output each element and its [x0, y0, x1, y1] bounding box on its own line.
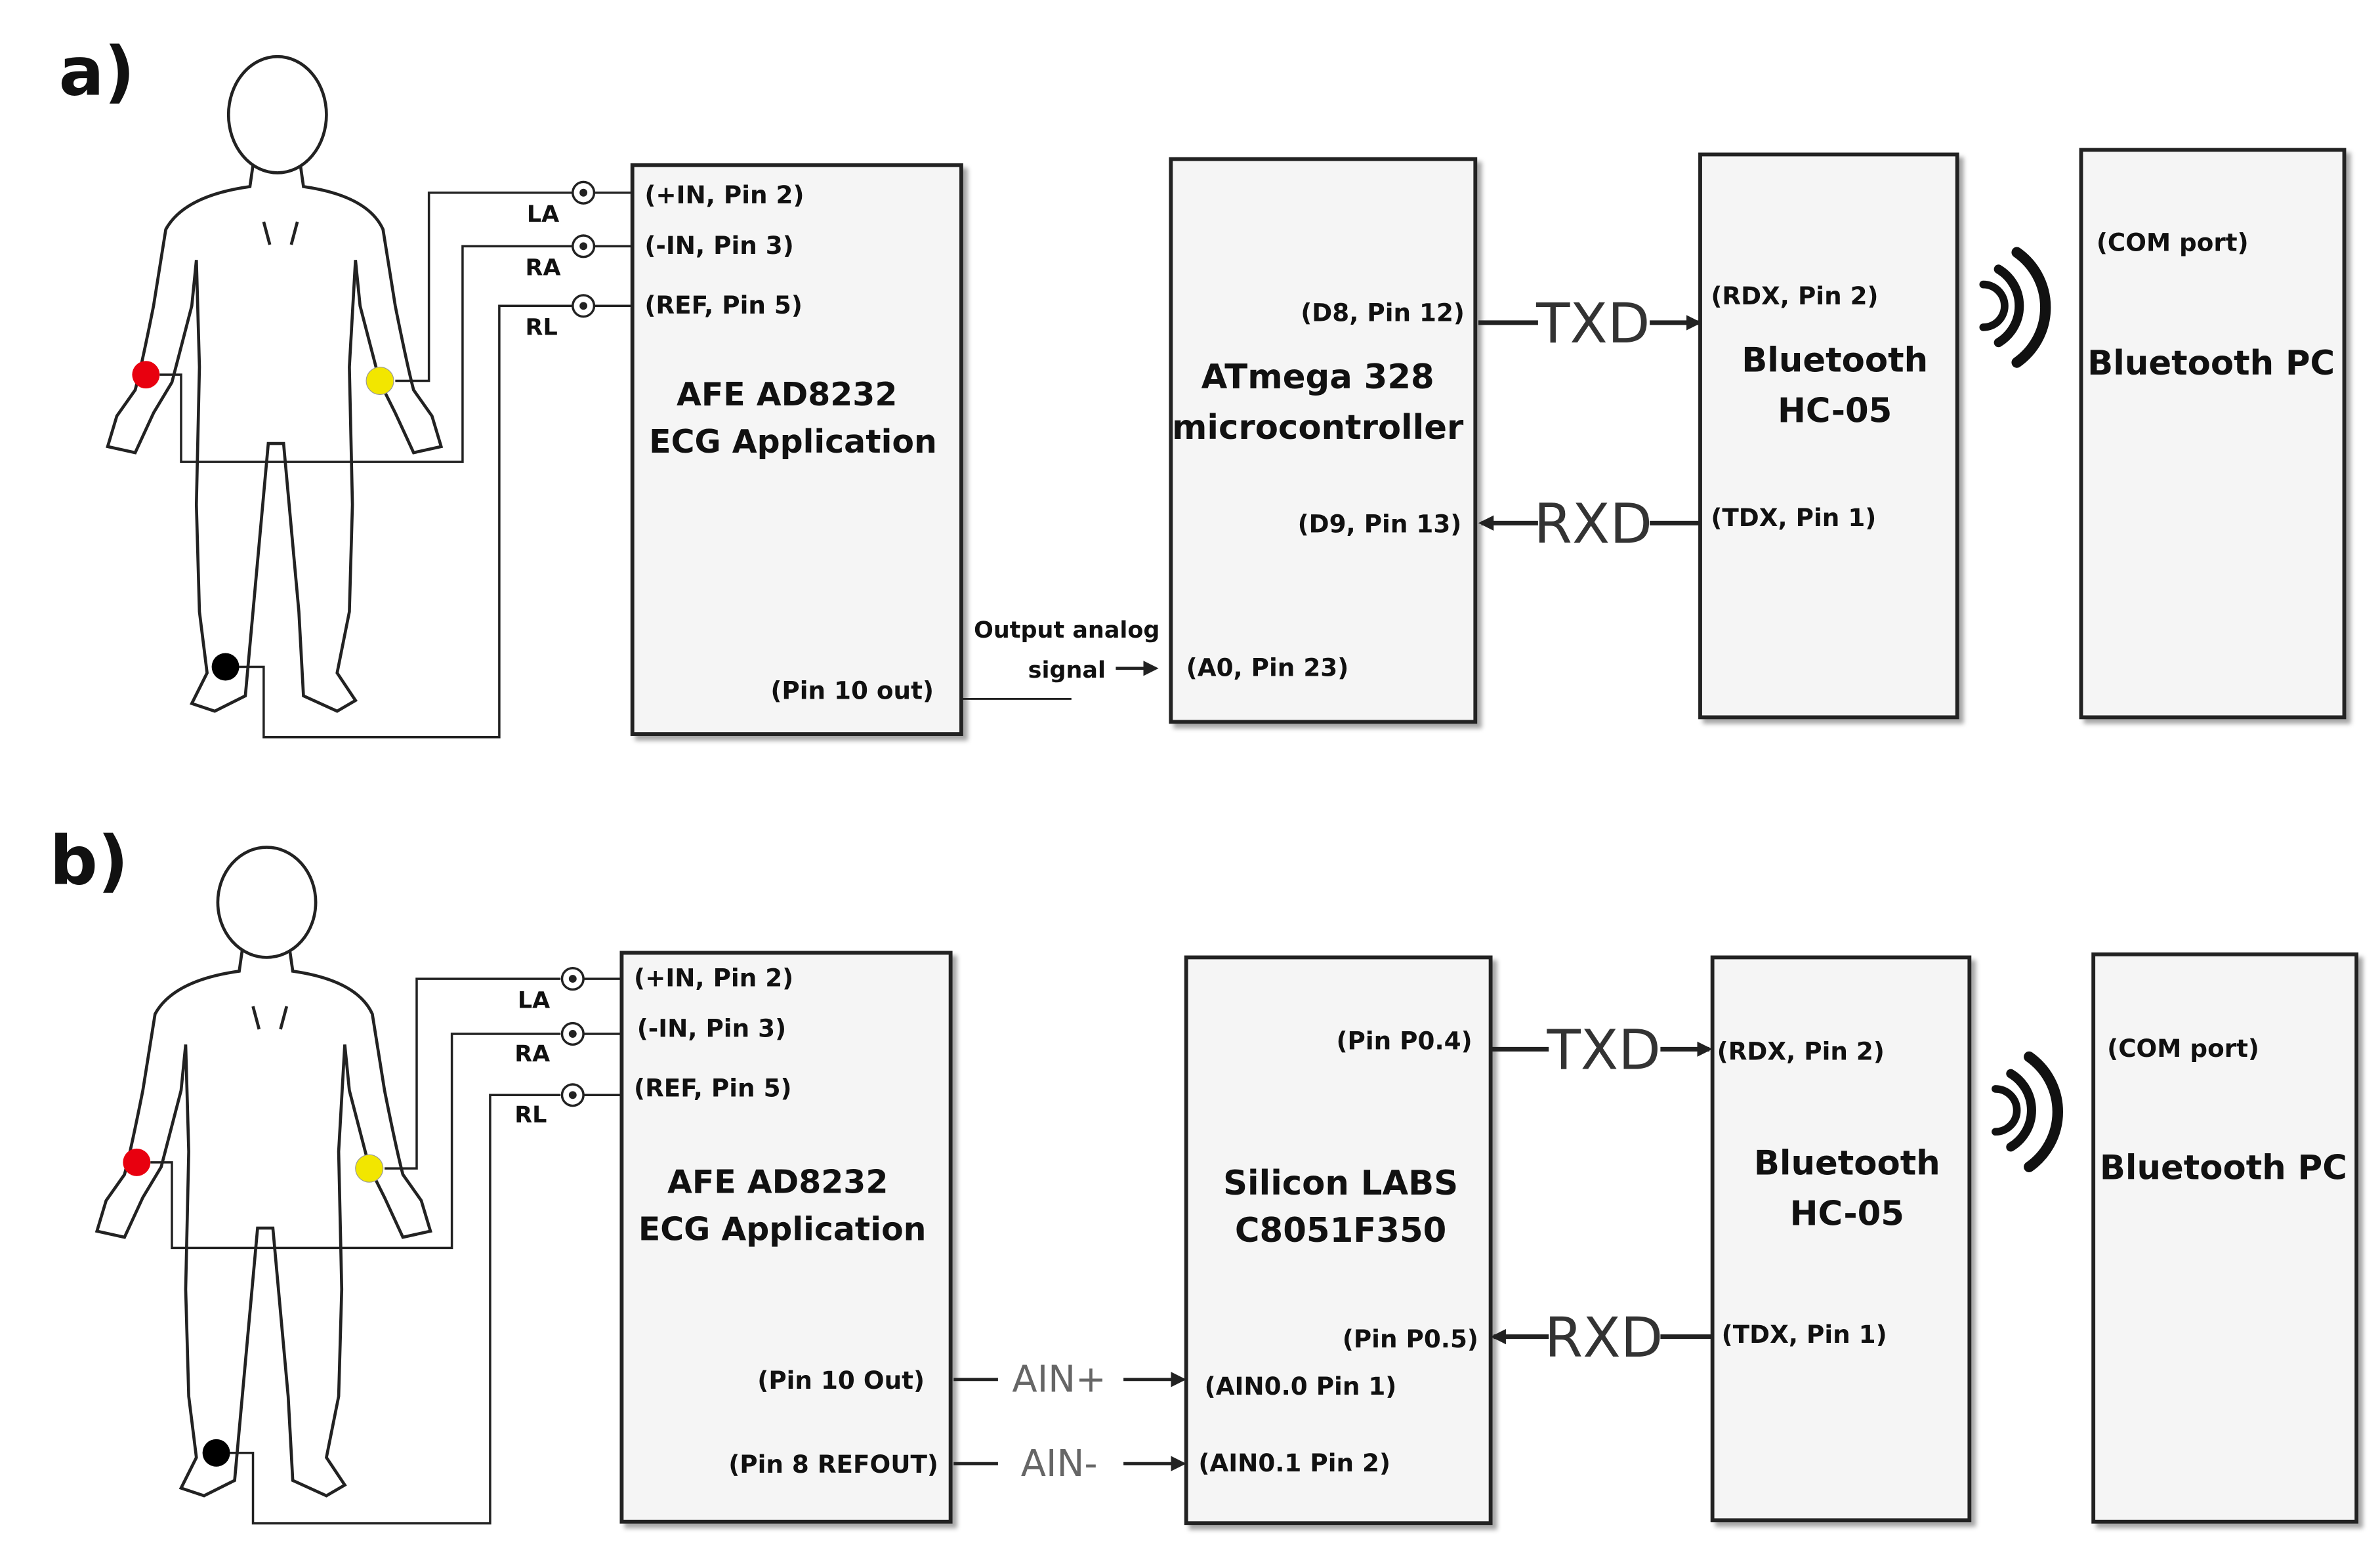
afe-pin-in-plus-a: (+IN, Pin 2): [644, 180, 804, 209]
bt-tx-pin-a: (TDX, Pin 1): [1711, 503, 1876, 532]
mcu-tx-pin-b: (Pin P0.4): [1336, 1026, 1472, 1055]
rxd-label-a: RXD: [1534, 492, 1652, 556]
afe-subtitle-b: ECG Application: [638, 1211, 927, 1248]
mcu-title-a: ATmega 328: [1201, 358, 1434, 397]
bt-tx-pin-b: (TDX, Pin 1): [1722, 1320, 1887, 1349]
afe-subtitle-a: ECG Application: [649, 423, 937, 461]
mcu-rx-pin-a: (D9, Pin 13): [1298, 509, 1462, 538]
panel-b-tag: b): [49, 823, 128, 901]
afe-pin-refout-b: (Pin 8 REFOUT): [728, 1450, 938, 1479]
mcu-subtitle-a: microcontroller: [1172, 408, 1464, 447]
panel-b: b) LA RA RL (+IN, Pi: [49, 823, 2359, 1525]
mcu-title-b: Silicon LABS: [1223, 1164, 1458, 1203]
afe-pin-out-b: (Pin 10 Out): [757, 1366, 925, 1395]
lead-wires-a: [159, 192, 573, 739]
bt-subtitle-b: HC-05: [1790, 1194, 1904, 1233]
txd-label-a: TXD: [1535, 291, 1650, 356]
afe-box-b: [619, 951, 953, 1524]
pc-title-a: Bluetooth PC: [2087, 344, 2335, 383]
human-body-figure-a: [106, 54, 444, 713]
afe-box-a: [630, 163, 963, 736]
afe-pin-ref-a: (REF, Pin 5): [644, 291, 803, 319]
lead-label-la-b: LA: [518, 987, 550, 1014]
mcu-box-b: [1184, 955, 1493, 1525]
mcu-in-pin-b: (AIN0.0 Pin 1): [1205, 1372, 1397, 1401]
output-signal-label-a: signal: [1028, 657, 1106, 684]
afe-title-a: AFE AD8232: [677, 376, 897, 413]
ain-plus-label-b: AIN+: [1012, 1359, 1106, 1401]
electrode-rl-a: [211, 653, 240, 681]
mcu-in2-pin-b: (AIN0.1 Pin 2): [1198, 1448, 1390, 1477]
bt-title-a: Bluetooth: [1742, 341, 1928, 380]
afe-pin-out-a: (Pin 10 out): [770, 676, 934, 705]
panel-a: a) LA RA RL (+IN, Pi: [58, 33, 2347, 739]
wireless-signal-icon-b: [1992, 1051, 2064, 1172]
rxd-label-b: RXD: [1545, 1305, 1663, 1370]
mcu-in-pin-a: (A0, Pin 23): [1186, 653, 1349, 682]
mcu-box-a: [1169, 157, 1478, 724]
bluetooth-box-b: [1710, 955, 1972, 1523]
mcu-tx-pin-a: (D8, Pin 12): [1301, 298, 1465, 327]
lead-label-rl-b: RL: [514, 1102, 547, 1128]
lead-connectors-a: [572, 180, 635, 318]
lead-label-ra-b: RA: [514, 1041, 550, 1067]
afe-pin-in-minus-b: (-IN, Pin 3): [637, 1014, 786, 1043]
wireless-signal-icon-a: [1979, 247, 2051, 368]
pc-title-b: Bluetooth PC: [2100, 1148, 2347, 1187]
panel-a-tag: a): [58, 33, 135, 112]
ain-minus-label-b: AIN-: [1021, 1443, 1098, 1485]
human-body-figure-b: [94, 846, 432, 1498]
mcu-subtitle-b: C8051F350: [1235, 1211, 1446, 1250]
afe-title-b: AFE AD8232: [667, 1163, 888, 1200]
lead-connectors-b: [560, 967, 623, 1107]
electrode-ra-b: [123, 1148, 151, 1176]
bt-title-b: Bluetooth: [1754, 1143, 1940, 1183]
electrode-la-a: [365, 366, 394, 396]
afe-pin-in-plus-b: (+IN, Pin 2): [634, 964, 793, 993]
afe-pin-ref-b: (REF, Pin 5): [634, 1074, 792, 1103]
electrode-la-b: [355, 1154, 384, 1183]
lead-label-ra-a: RA: [526, 255, 561, 281]
pc-port-b: (COM port): [2107, 1034, 2259, 1063]
lead-label-la-a: LA: [527, 201, 559, 228]
mcu-rx-pin-b: (Pin P0.5): [1343, 1324, 1478, 1353]
pc-box-a: [2079, 148, 2347, 720]
bt-rx-pin-a: (RDX, Pin 2): [1711, 281, 1878, 310]
electrode-rl-b: [202, 1439, 230, 1467]
bt-subtitle-a: HC-05: [1778, 391, 1892, 430]
pc-port-a: (COM port): [2097, 228, 2249, 256]
lead-label-rl-a: RL: [526, 315, 558, 341]
pc-box-b: [2091, 952, 2359, 1524]
afe-pin-in-minus-a: (-IN, Pin 3): [644, 231, 793, 260]
lead-wires-b: [150, 977, 561, 1525]
electrode-ra-a: [132, 361, 160, 389]
bluetooth-box-a: [1698, 152, 1959, 720]
output-analog-label-a: Output analog: [974, 617, 1159, 644]
bt-rx-pin-b: (RDX, Pin 2): [1717, 1037, 1885, 1066]
txd-label-b: TXD: [1546, 1018, 1660, 1082]
